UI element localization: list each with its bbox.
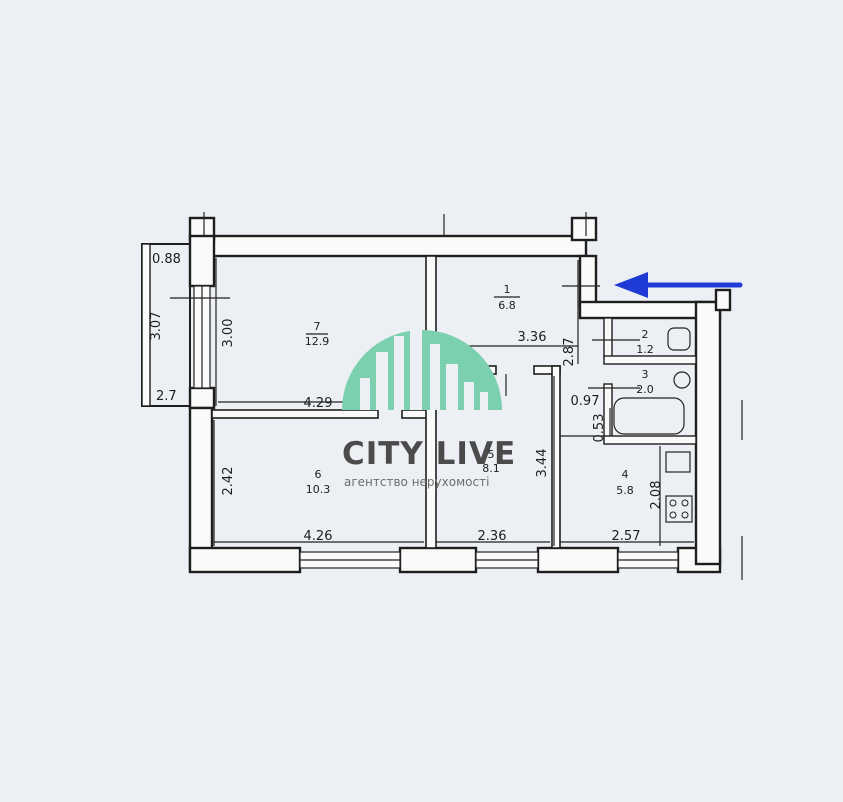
dim-room6-width: 4.26 (304, 529, 333, 544)
dim-room5-width: 2.36 (478, 529, 507, 544)
dim-balcony-width: 0.88 (152, 252, 181, 267)
dim-hall-width: 3.36 (518, 330, 547, 345)
room-4-number: 4 (622, 468, 629, 481)
dim-room7-width: 4.29 (304, 396, 333, 411)
watermark: CITY LIVE агентство нерухомості (342, 318, 516, 489)
dim-kitchen-height: 2.08 (649, 481, 664, 510)
room-3-number: 3 (642, 368, 649, 381)
room-1-number: 1 (504, 283, 511, 296)
room-3-area: 2.0 (636, 383, 654, 396)
kitchen-sink-icon (665, 451, 691, 473)
interior-walls (211, 255, 697, 549)
windows (193, 285, 679, 569)
room-labels: 7 12.9 1 6.8 2 1.2 3 2.0 4 5.8 5 8.1 6 1… (305, 283, 654, 497)
dim-balcony-bottom: 2.7 (156, 389, 177, 404)
dim-room7-height: 3.00 (221, 319, 236, 348)
room-6-number: 6 (315, 468, 322, 481)
room-5-area: 8.1 (482, 462, 500, 475)
room-6-area: 10.3 (306, 483, 331, 496)
dim-balcony-length: 3.07 (149, 312, 164, 341)
room-5-number: 5 (488, 448, 495, 461)
dim-room5-height: 3.44 (535, 449, 550, 478)
room-7-number: 7 (314, 320, 321, 333)
dim-kitchen-width: 2.57 (612, 529, 641, 544)
room-4-area: 5.8 (616, 484, 634, 497)
dim-hall-height: 2.87 (562, 338, 577, 367)
dim-bath-height: 0.53 (592, 414, 607, 443)
brand-subtitle: агентство нерухомості (344, 475, 489, 489)
brand-name: CITY LIVE (342, 436, 516, 472)
bathtub-icon (613, 397, 685, 435)
dim-bath-width: 0.97 (571, 394, 600, 409)
room-2-number: 2 (642, 328, 649, 341)
room-1-area: 6.8 (498, 299, 516, 312)
stove-icon (665, 495, 693, 523)
arrow-left-icon (614, 272, 743, 298)
room-7-area: 12.9 (305, 335, 330, 348)
toilet-icon (667, 327, 691, 351)
dimension-labels: 0.88 3.07 2.7 3.00 4.29 2.42 4.26 3.44 2… (149, 252, 664, 544)
sink-icon (673, 371, 691, 389)
balcony (141, 243, 191, 407)
city-skyline-icon (342, 318, 502, 410)
fixtures (613, 327, 693, 523)
dim-room6-height: 2.42 (221, 467, 236, 496)
room-2-area: 1.2 (636, 343, 654, 356)
